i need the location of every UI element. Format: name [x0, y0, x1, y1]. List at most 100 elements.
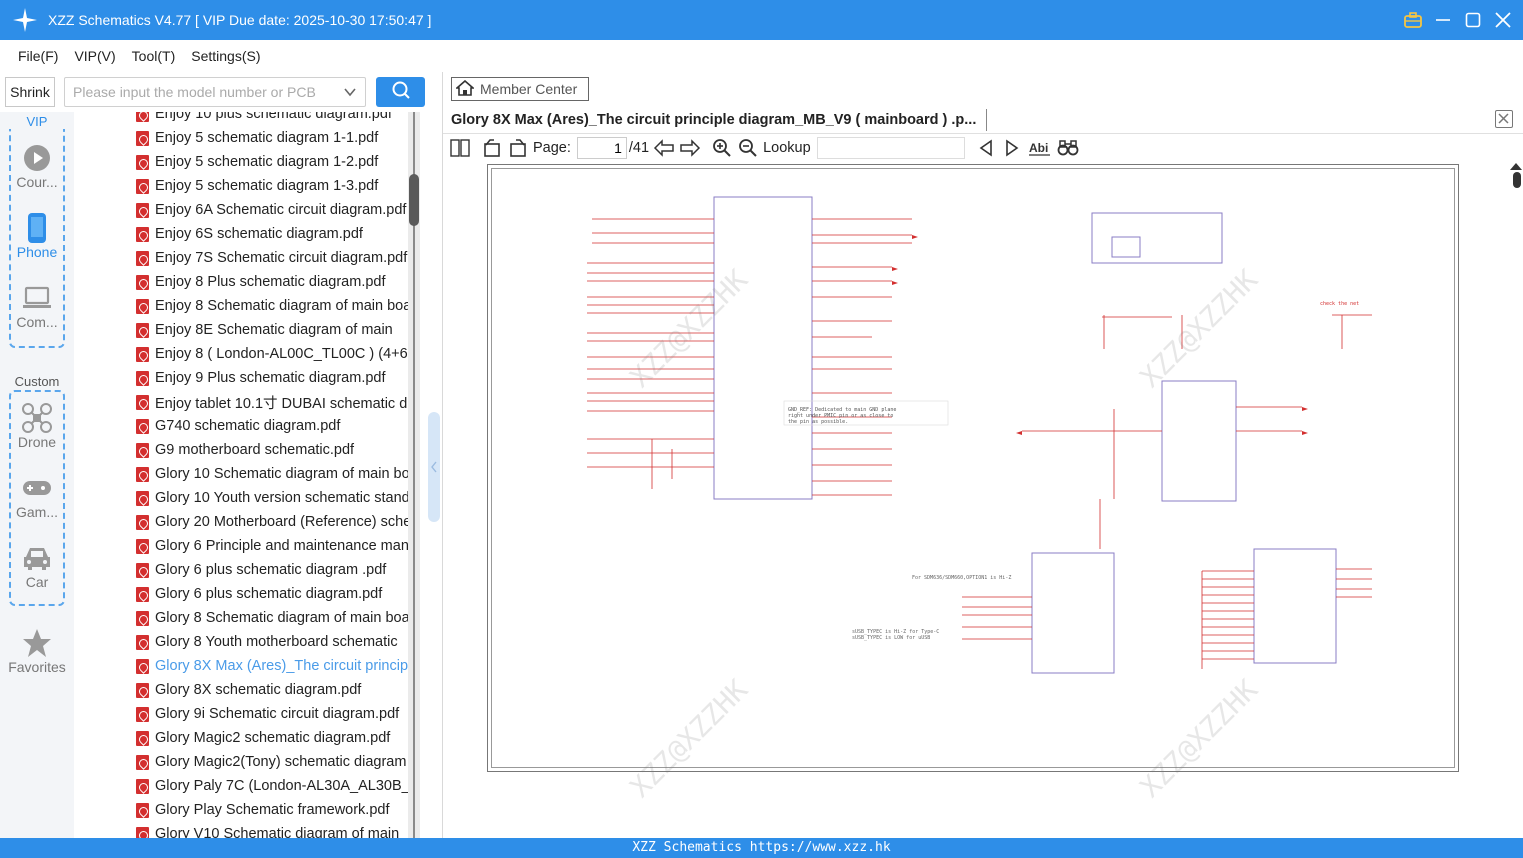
- pdf-file-icon: [136, 706, 149, 722]
- model-search-combobox[interactable]: [64, 77, 366, 107]
- file-name: Glory 8 Youth motherboard schematic: [155, 634, 398, 650]
- file-list-item[interactable]: Enjoy 7S Schematic circuit diagram.pdf: [136, 246, 408, 270]
- file-list-item[interactable]: Glory Paly 7C (London-AL30A_AL30B_: [136, 774, 408, 798]
- file-name: Glory 10 Youth version schematic standar…: [155, 490, 408, 506]
- file-list-item[interactable]: Glory V10 Schematic diagram of main: [136, 822, 408, 838]
- file-list-item[interactable]: Glory 10 Schematic diagram of main board: [136, 462, 408, 486]
- gamepad-icon: [0, 472, 74, 504]
- category-computer[interactable]: Com...: [0, 282, 74, 330]
- pdf-file-icon: [136, 586, 149, 602]
- svg-text:sUSB_TYPEC is LOW for uUSB: sUSB_TYPEC is LOW for uUSB: [852, 635, 930, 641]
- home-icon: [454, 79, 476, 99]
- file-name: Enjoy 5 schematic diagram 1-2.pdf: [155, 154, 379, 170]
- file-list-item[interactable]: Enjoy 6S schematic diagram.pdf: [136, 222, 408, 246]
- category-courses[interactable]: Cour...: [0, 142, 74, 190]
- menu-settings[interactable]: Settings(S): [191, 48, 261, 64]
- category-phone[interactable]: Phone: [0, 212, 74, 260]
- search-button[interactable]: [376, 77, 425, 107]
- minimize-button[interactable]: [1433, 10, 1453, 30]
- file-name: Glory 6 plus schematic diagram .pdf: [155, 562, 387, 578]
- binoculars-icon[interactable]: [1057, 137, 1079, 159]
- favorites-button[interactable]: Favorites: [0, 627, 74, 675]
- lookup-input[interactable]: [816, 137, 965, 159]
- collapse-handle[interactable]: [428, 412, 440, 522]
- file-list-item[interactable]: Enjoy 8E Schematic diagram of main: [136, 318, 408, 342]
- file-list-item[interactable]: Glory Play Schematic framework.pdf: [136, 798, 408, 822]
- file-name: Glory Play Schematic framework.pdf: [155, 802, 390, 818]
- close-tab-icon[interactable]: [1495, 110, 1513, 128]
- find-previous-icon[interactable]: [975, 137, 997, 159]
- file-list-item[interactable]: Enjoy 9 Plus schematic diagram.pdf: [136, 366, 408, 390]
- file-list-item[interactable]: Glory 9i Schematic circuit diagram.pdf: [136, 702, 408, 726]
- svg-text:For SDM636/SDM660,OPTION1 is H: For SDM636/SDM660,OPTION1 is Hi-Z: [912, 575, 1011, 581]
- pdf-file-icon: [136, 346, 149, 362]
- pdf-file-icon: [136, 826, 149, 838]
- viewer-scrollbar[interactable]: [1509, 162, 1523, 838]
- file-list-item[interactable]: G9 motherboard schematic.pdf: [136, 438, 408, 462]
- zoom-out-icon[interactable]: [737, 137, 759, 159]
- file-name: Glory Paly 7C (London-AL30A_AL30B_: [155, 778, 408, 794]
- file-list-item[interactable]: Glory 6 Principle and maintenance manual: [136, 534, 408, 558]
- file-list-item[interactable]: Glory 8 Youth motherboard schematic: [136, 630, 408, 654]
- file-list-item[interactable]: Enjoy 8 Plus schematic diagram.pdf: [136, 270, 408, 294]
- file-list-item[interactable]: Glory 20 Motherboard (Reference) schemat…: [136, 510, 408, 534]
- menu-tool[interactable]: Tool(T): [131, 48, 176, 64]
- file-list-item[interactable]: Enjoy 5 schematic diagram 1-3.pdf: [136, 174, 408, 198]
- title-bar: XZZ Schematics V4.77 [ VIP Due date: 202…: [0, 0, 1523, 40]
- document-tab[interactable]: Glory 8X Max (Ares)_The circuit principl…: [451, 108, 988, 132]
- category-car[interactable]: Car: [0, 542, 74, 590]
- file-list-item[interactable]: Enjoy 8 Schematic diagram of main board: [136, 294, 408, 318]
- two-page-icon[interactable]: [449, 137, 471, 159]
- document-viewer: Member Center Glory 8X Max (Ares)_The ci…: [442, 72, 1523, 838]
- file-list-item[interactable]: Enjoy 6A Schematic circuit diagram.pdf: [136, 198, 408, 222]
- abi-icon[interactable]: Abi: [1027, 137, 1053, 159]
- file-list-item[interactable]: Enjoy 5 schematic diagram 1-1.pdf: [136, 126, 408, 150]
- chevron-down-icon[interactable]: [343, 84, 357, 103]
- close-button[interactable]: [1493, 10, 1513, 30]
- pdf-file-icon: [136, 466, 149, 482]
- file-name: Glory 20 Motherboard (Reference) schemat…: [155, 514, 408, 530]
- file-list-item[interactable]: Enjoy 10 plus schematic diagram.pdf: [136, 112, 408, 126]
- file-list-item[interactable]: Enjoy 8 ( London-AL00C_TL00C ) (4+64: [136, 342, 408, 366]
- arrow-right-icon[interactable]: [679, 137, 701, 159]
- category-label: Com...: [16, 314, 58, 330]
- scrollbar-thumb[interactable]: [409, 174, 419, 226]
- viewer-scrollbar-thumb[interactable]: [1513, 172, 1521, 188]
- maximize-button[interactable]: [1463, 10, 1483, 30]
- file-list-item[interactable]: Glory Magic2 schematic diagram.pdf: [136, 726, 408, 750]
- category-gaming[interactable]: Gam...: [0, 472, 74, 520]
- vip-briefcase-icon[interactable]: [1403, 10, 1423, 30]
- panel-splitter[interactable]: [420, 112, 442, 838]
- zoom-in-icon[interactable]: [711, 137, 733, 159]
- page-number-input[interactable]: [576, 137, 627, 159]
- file-list-item[interactable]: Glory 8X schematic diagram.pdf: [136, 678, 408, 702]
- menu-file[interactable]: File(F): [18, 48, 59, 64]
- file-list-scrollbar[interactable]: [408, 112, 420, 838]
- find-next-icon[interactable]: [1001, 137, 1023, 159]
- svg-text:check the net: check the net: [1320, 301, 1359, 307]
- menu-vip[interactable]: VIP(V): [74, 48, 116, 64]
- model-search-input[interactable]: [73, 84, 333, 100]
- category-label: Cour...: [16, 174, 58, 190]
- pdf-canvas[interactable]: check the net For SDM636/SDM660,OPTION1 …: [443, 162, 1523, 838]
- file-list-item[interactable]: Enjoy 5 schematic diagram 1-2.pdf: [136, 150, 408, 174]
- search-toolbar: Shrink: [0, 72, 440, 112]
- category-label: Car: [25, 574, 49, 590]
- pdf-file-icon: [136, 250, 149, 266]
- file-list-item[interactable]: Glory 8 Schematic diagram of main board: [136, 606, 408, 630]
- file-list-item[interactable]: Glory 6 plus schematic diagram.pdf: [136, 582, 408, 606]
- file-list-item[interactable]: Glory 10 Youth version schematic standar…: [136, 486, 408, 510]
- arrow-left-icon[interactable]: [653, 137, 675, 159]
- file-list-item[interactable]: G740 schematic diagram.pdf: [136, 414, 408, 438]
- member-center-button[interactable]: Member Center: [451, 77, 589, 101]
- file-list-item[interactable]: Glory 6 plus schematic diagram .pdf: [136, 558, 408, 582]
- file-name: Enjoy 10 plus schematic diagram.pdf: [155, 112, 392, 122]
- category-drone[interactable]: Drone: [0, 402, 74, 450]
- shrink-button[interactable]: Shrink: [5, 77, 55, 107]
- pdf-file-icon: [136, 802, 149, 818]
- file-list-item[interactable]: Glory Magic2(Tony) schematic diagram: [136, 750, 408, 774]
- file-list-item[interactable]: Enjoy tablet 10.1寸 DUBAI schematic diagr…: [136, 390, 408, 414]
- rotate-right-icon[interactable]: [507, 137, 529, 159]
- rotate-left-icon[interactable]: [481, 137, 503, 159]
- file-list-item[interactable]: Glory 8X Max (Ares)_The circuit principl…: [136, 654, 408, 678]
